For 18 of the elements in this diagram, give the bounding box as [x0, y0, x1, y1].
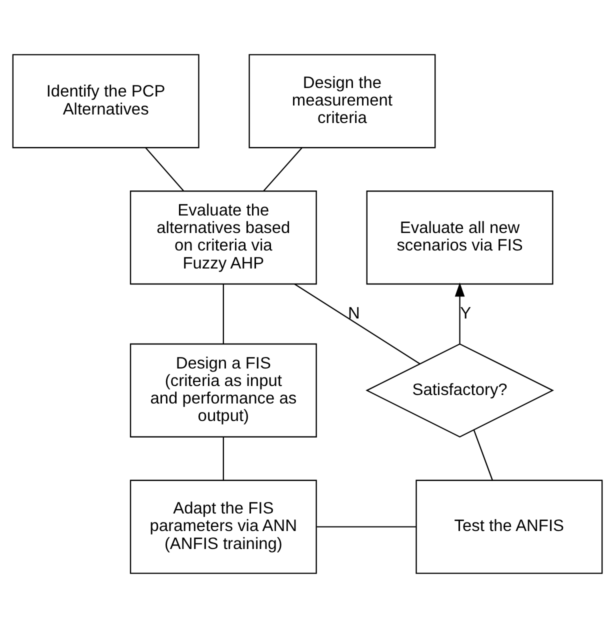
edge-label: Y	[460, 304, 472, 322]
connector	[473, 429, 493, 480]
connector	[222, 436, 224, 480]
node-box: Adapt the FIS parameters via ANN (ANFIS training)	[130, 479, 317, 574]
node-box: Identify the PCP Alternatives	[12, 54, 200, 148]
arrow	[454, 282, 465, 344]
node-diamond: Satisfactory?	[366, 342, 554, 438]
connector	[316, 526, 416, 527]
node-box: Evaluate the alternatives based on criteria via Fuzzy AHP	[130, 190, 317, 284]
node-box: Evaluate all new scenarios via FIS	[366, 190, 554, 284]
connector	[294, 283, 420, 364]
connector	[145, 146, 184, 191]
connector	[263, 146, 302, 191]
node-box: Design a FIS (criteria as input and performance as output)	[130, 342, 317, 437]
node-box: Test the ANFIS	[416, 479, 603, 574]
node-box: Design the measurement criteria	[248, 54, 436, 148]
connector	[222, 284, 224, 344]
edge-label: N	[348, 304, 360, 322]
